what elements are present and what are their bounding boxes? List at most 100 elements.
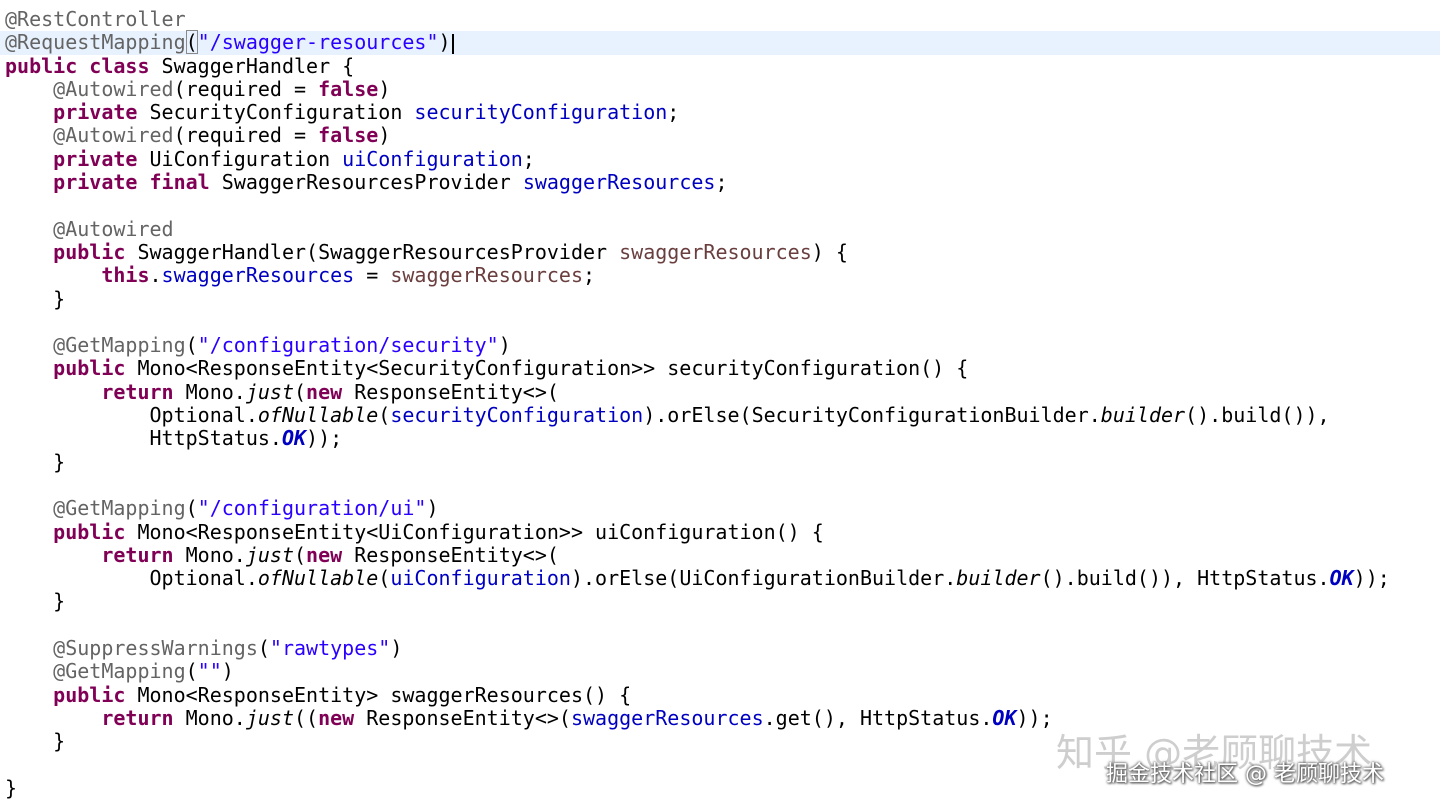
code-line[interactable]: return Mono.just(new ResponseEntity<>( xyxy=(0,379,1440,404)
keyword-token: return xyxy=(101,379,174,404)
code-line[interactable]: } xyxy=(0,590,1440,613)
code-line[interactable]: public Mono<ResponseEntity> swaggerResou… xyxy=(0,682,1440,707)
code-line[interactable]: return Mono.just(new ResponseEntity<>( xyxy=(0,542,1440,567)
code-text: } xyxy=(5,449,66,474)
static-method-call: ofNullable xyxy=(257,403,379,428)
code-text: } xyxy=(5,286,66,311)
code-text: ) { xyxy=(811,239,848,264)
code-line[interactable]: this.swaggerResources = swaggerResources… xyxy=(0,264,1440,287)
code-text: Mono. xyxy=(173,705,246,730)
code-line[interactable]: public Mono<ResponseEntity<SecurityConfi… xyxy=(0,357,1440,380)
keyword-token: public xyxy=(53,682,126,707)
code-text: SwaggerHandler(SwaggerResourcesProvider xyxy=(125,239,620,264)
code-text xyxy=(5,706,101,730)
code-line[interactable]: public Mono<ResponseEntity<UiConfigurati… xyxy=(0,520,1440,544)
keyword-token: return xyxy=(101,705,174,730)
code-text xyxy=(5,683,53,707)
string-literal: "" xyxy=(197,659,222,684)
code-line[interactable]: @GetMapping("") xyxy=(0,660,1440,683)
code-text: SecurityConfiguration xyxy=(137,100,415,125)
code-line[interactable]: } xyxy=(0,776,1440,800)
field-reference: swaggerResources xyxy=(161,263,355,288)
code-text: ( xyxy=(294,379,307,404)
code-text: (( xyxy=(294,705,319,730)
code-line[interactable]: private SecurityConfiguration securityCo… xyxy=(0,101,1440,124)
field-reference: swaggerResources xyxy=(570,705,764,730)
keyword-token: class xyxy=(89,53,150,78)
code-line[interactable] xyxy=(0,754,1440,777)
static-method-call: just xyxy=(245,705,294,730)
code-line[interactable] xyxy=(0,194,1440,217)
code-line[interactable]: } xyxy=(0,286,1440,311)
code-text xyxy=(5,77,53,101)
static-method-call: just xyxy=(245,542,294,567)
keyword-token: false xyxy=(318,76,379,101)
annotation-token: @Autowired xyxy=(53,216,174,241)
code-text: Mono. xyxy=(173,379,246,404)
code-line[interactable] xyxy=(0,614,1440,637)
code-text: ; xyxy=(715,170,728,195)
keyword-token: private xyxy=(53,146,138,171)
annotation-token: @GetMapping xyxy=(53,496,186,521)
code-text xyxy=(5,170,53,194)
keyword-token: new xyxy=(306,542,343,567)
code-line[interactable]: return Mono.just((new ResponseEntity<>(s… xyxy=(0,705,1440,730)
code-line[interactable]: Optional.ofNullable(securityConfiguratio… xyxy=(0,403,1440,428)
code-text: . xyxy=(149,263,162,288)
code-line[interactable]: @GetMapping("/configuration/security") xyxy=(0,334,1440,357)
code-text: ( xyxy=(185,496,198,521)
code-line[interactable]: @GetMapping("/configuration/ui") xyxy=(0,497,1440,520)
code-line[interactable]: @Autowired(required = false) xyxy=(0,76,1440,101)
text-caret xyxy=(451,33,454,54)
field-reference: uiConfiguration xyxy=(390,566,571,591)
keyword-token: new xyxy=(318,705,355,730)
code-line[interactable]: private UiConfiguration uiConfiguration; xyxy=(0,146,1440,171)
string-literal: "/configuration/security" xyxy=(197,333,499,358)
keyword-token: public xyxy=(53,239,126,264)
code-text: ).orElse(SecurityConfigurationBuilder. xyxy=(643,403,1101,428)
parameter-reference: swaggerResources xyxy=(390,263,583,288)
code-line[interactable]: @Autowired(required = false) xyxy=(0,124,1440,147)
code-text: )); xyxy=(306,426,343,451)
annotation-token: @GetMapping xyxy=(53,659,186,684)
code-text: ( xyxy=(185,333,198,358)
code-line[interactable]: } xyxy=(0,730,1440,753)
code-line[interactable]: HttpStatus.OK)); xyxy=(0,427,1440,450)
parameter-reference: swaggerResources xyxy=(619,239,812,264)
code-text: (required = xyxy=(173,76,319,101)
keyword-token: final xyxy=(149,170,210,195)
code-text: Optional. xyxy=(5,403,258,428)
code-text xyxy=(5,543,101,567)
code-text: ) xyxy=(378,76,391,101)
static-method-call: builder xyxy=(956,566,1041,591)
code-line[interactable] xyxy=(0,474,1440,497)
annotation-token: @GetMapping xyxy=(53,333,186,358)
annotation-token: @Autowired xyxy=(53,76,174,101)
code-line[interactable]: @RequestMapping("/swagger-resources") xyxy=(0,30,1440,55)
keyword-token: new xyxy=(306,379,343,404)
code-line[interactable]: @SuppressWarnings("rawtypes") xyxy=(0,636,1440,660)
code-line[interactable]: } xyxy=(0,449,1440,474)
code-text xyxy=(5,240,53,264)
annotation-token: @Autowired xyxy=(53,123,174,148)
field-reference: securityConfiguration xyxy=(414,100,668,125)
matched-bracket: ( xyxy=(185,30,198,55)
code-line[interactable]: @Autowired xyxy=(0,216,1440,241)
code-editor[interactable]: @RestController@RequestMapping("/swagger… xyxy=(0,7,1440,800)
code-line[interactable]: Optional.ofNullable(uiConfiguration).orE… xyxy=(0,566,1440,591)
code-line[interactable] xyxy=(0,311,1440,334)
constant-reference: OK xyxy=(992,705,1017,730)
code-line[interactable]: public class SwaggerHandler { xyxy=(0,53,1440,78)
code-line[interactable]: private final SwaggerResourcesProvider s… xyxy=(0,170,1440,195)
code-text: ) xyxy=(378,123,391,148)
code-text: .get(), HttpStatus. xyxy=(763,705,993,730)
field-reference: uiConfiguration xyxy=(342,146,523,171)
code-line[interactable]: public SwaggerHandler(SwaggerResourcesPr… xyxy=(0,239,1440,264)
code-text xyxy=(5,123,53,147)
code-text: ).orElse(UiConfigurationBuilder. xyxy=(570,566,957,591)
code-text: ( xyxy=(378,566,391,591)
annotation-token: @RestController xyxy=(5,7,186,31)
code-line[interactable]: @RestController xyxy=(0,7,1440,31)
code-text: ().build()), HttpStatus. xyxy=(1040,566,1330,591)
